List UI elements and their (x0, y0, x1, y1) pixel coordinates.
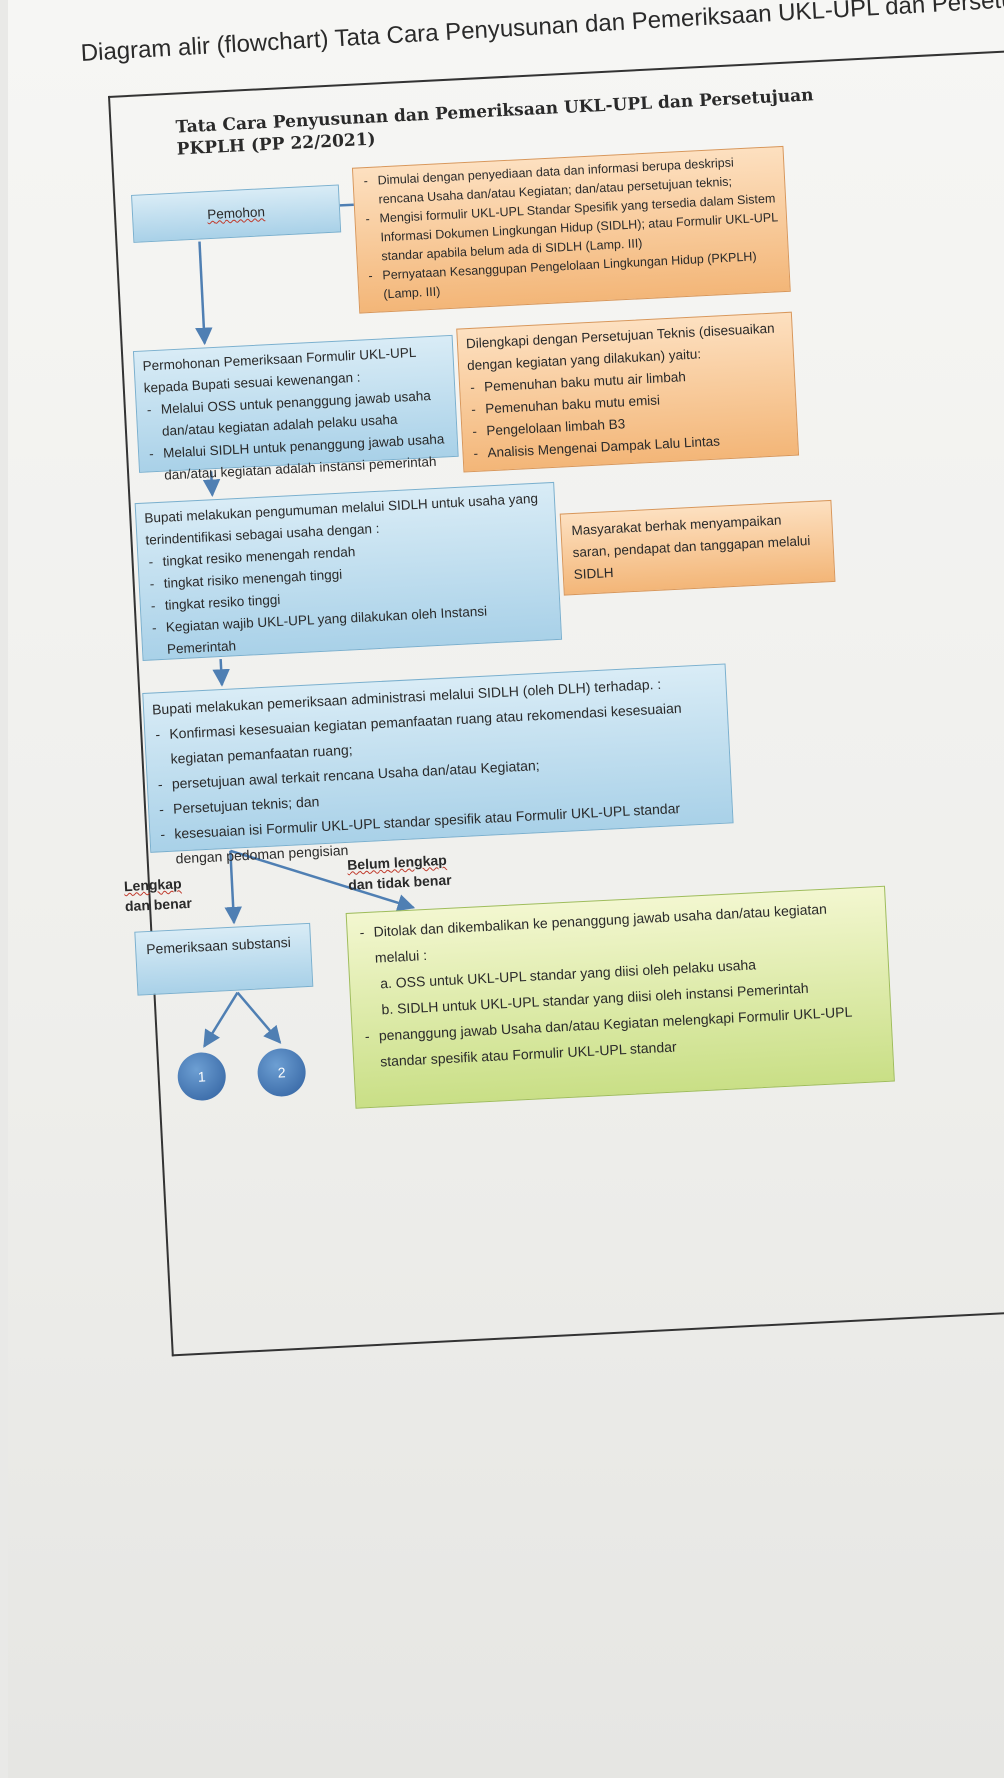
pemeriksaan-administrasi-box: Bupati melakukan pemeriksaan administras… (142, 663, 734, 867)
persetujuan-teknis-box: Dilengkapi dengan Persetujuan Teknis (di… (456, 311, 800, 473)
pemohon-notes-box: Dimulai dengan penyediaan data dan infor… (351, 145, 791, 314)
arrow-pengumuman-to-pemeriksaan (212, 658, 230, 687)
masyarakat-text: Masyarakat berhak menyampaikan saran, pe… (571, 512, 811, 583)
arrow-pemohon-to-permohonan (195, 241, 213, 346)
pengumuman-box: Bupati melakukan pengumuman melalui SIDL… (134, 481, 563, 661)
arrow-to-circle-2 (236, 991, 282, 1044)
masyarakat-box: Masyarakat berhak menyampaikan saran, pe… (559, 499, 836, 596)
branch-label-lengkap: Lengkap dan benar (123, 873, 193, 916)
permohonan-box: Permohonan Pemeriksaan Formulir UKL-UPL … (132, 334, 459, 483)
branch-label-lengkap-line2: dan benar (124, 894, 193, 915)
connector-pemohon-to-notes (339, 203, 354, 207)
pemohon-label: Pemohon (206, 204, 266, 223)
branch-label-belum-lengkap: Belum lengkap dan tidak benar (347, 850, 452, 895)
pemeriksaan-substansi-label: Pemeriksaan substansi (145, 933, 292, 958)
ditolak-box: Ditolak dan dikembalikan ke penanggung j… (345, 885, 895, 1109)
arrow-to-circle-1 (203, 991, 239, 1048)
flowchart: Tata Cara Penyusunan dan Pemeriksaan UKL… (108, 49, 1004, 1354)
pemeriksaan-substansi-box: Pemeriksaan substansi (134, 922, 314, 996)
